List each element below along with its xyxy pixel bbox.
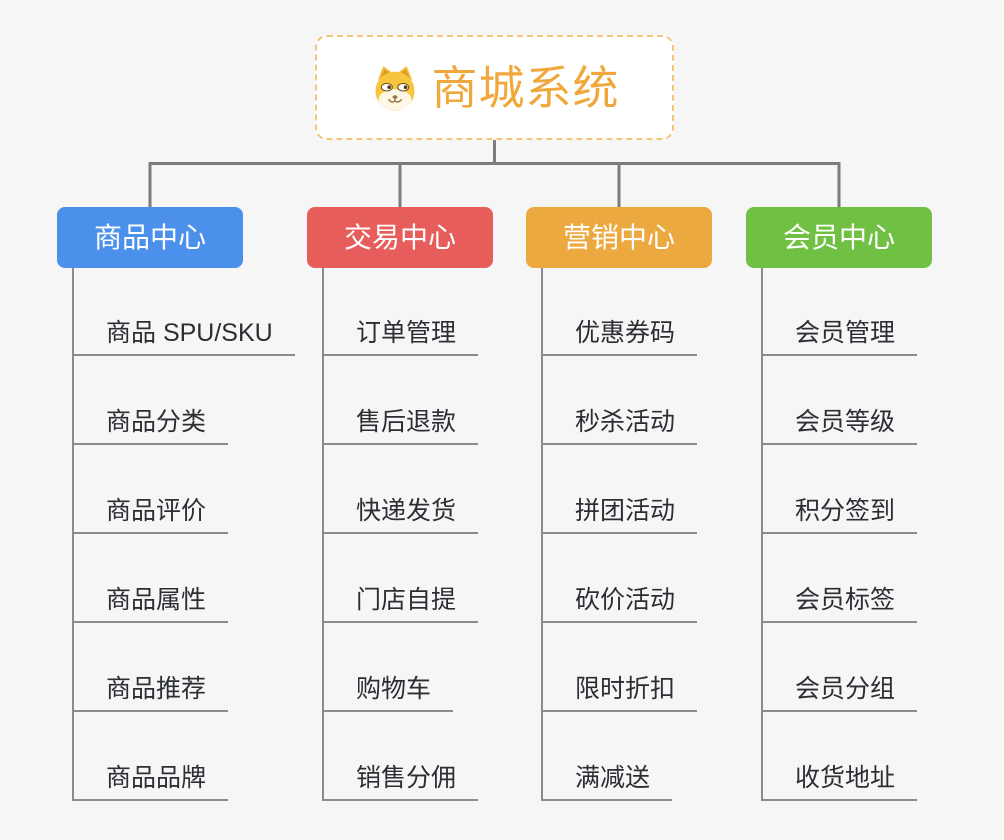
branch-item[interactable]: 会员等级 <box>761 401 918 445</box>
branch-item[interactable]: 会员管理 <box>761 312 918 356</box>
branch-item[interactable]: 积分签到 <box>761 490 918 534</box>
branch-connector-line <box>541 268 543 801</box>
branch-item[interactable]: 商品推荐 <box>72 668 229 712</box>
branch-item[interactable]: 门店自提 <box>322 579 479 623</box>
branch-item[interactable]: 订单管理 <box>322 312 479 356</box>
branch-item[interactable]: 收货地址 <box>761 757 918 801</box>
branch-item[interactable]: 商品品牌 <box>72 757 229 801</box>
branch-item[interactable]: 销售分佣 <box>322 757 479 801</box>
branch-connector-line <box>761 268 763 801</box>
branch-item[interactable]: 拼团活动 <box>541 490 698 534</box>
branch-item[interactable]: 优惠券码 <box>541 312 698 356</box>
branch-header[interactable]: 交易中心 <box>307 207 493 268</box>
branch-item[interactable]: 限时折扣 <box>541 668 698 712</box>
branch-item[interactable]: 秒杀活动 <box>541 401 698 445</box>
branch-item[interactable]: 快递发货 <box>322 490 479 534</box>
branch-header[interactable]: 会员中心 <box>746 207 932 268</box>
branch-item[interactable]: 售后退款 <box>322 401 479 445</box>
branch-header[interactable]: 商品中心 <box>57 207 243 268</box>
branch-item[interactable]: 商品 SPU/SKU <box>72 312 295 356</box>
root-node[interactable]: 商城系统 <box>315 35 674 140</box>
branch-item[interactable]: 满减送 <box>541 757 673 801</box>
branch-connector-line <box>322 268 324 801</box>
branch-item[interactable]: 购物车 <box>322 668 454 712</box>
branch-item[interactable]: 商品属性 <box>72 579 229 623</box>
branch-item[interactable]: 商品分类 <box>72 401 229 445</box>
root-title: 商城系统 <box>431 61 620 114</box>
branch-header[interactable]: 营销中心 <box>526 207 712 268</box>
branch-item[interactable]: 会员分组 <box>761 668 918 712</box>
branch-item[interactable]: 会员标签 <box>761 579 918 623</box>
branch-connector-line <box>72 268 74 801</box>
branch-item[interactable]: 商品评价 <box>72 490 229 534</box>
shiba-dog-icon <box>374 65 415 111</box>
branch-item[interactable]: 砍价活动 <box>541 579 698 623</box>
